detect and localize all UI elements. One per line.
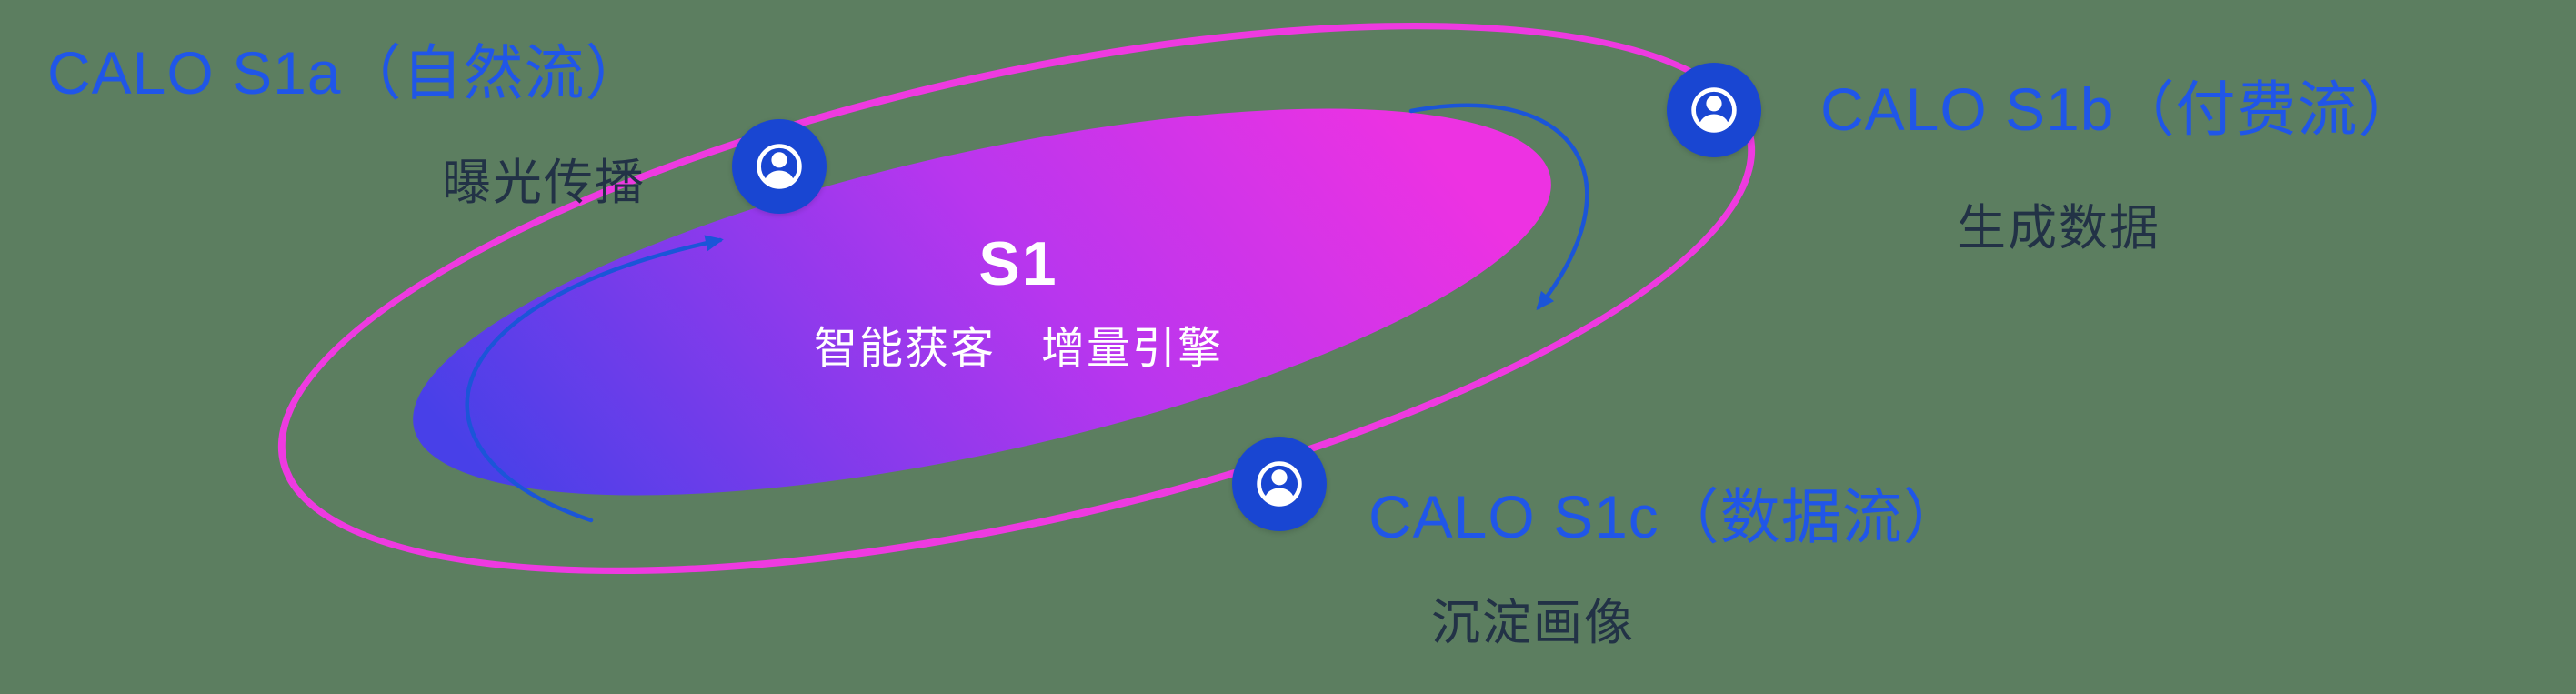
node-sublabel-s1a: 曝光传播	[442, 156, 646, 210]
node-label-s1c: CALO S1c（数据流）	[1368, 483, 1964, 550]
core-subtitle: 智能获客 增量引擎	[813, 325, 1224, 374]
user-circle-icon	[732, 119, 827, 214]
node-label-s1b: CALO S1b（付费流）	[1820, 75, 2420, 143]
node-label-s1a: CALO S1a（自然流）	[47, 39, 647, 106]
node-sublabel-s1b: 生成数据	[1957, 201, 2160, 256]
core-title: S1	[978, 229, 1058, 299]
core-text-block: S1 智能获客 增量引擎	[814, 228, 1223, 376]
user-circle-icon	[1667, 63, 1761, 157]
node-sublabel-s1c: 沉淀画像	[1431, 596, 1635, 650]
user-circle-icon	[1232, 437, 1327, 531]
